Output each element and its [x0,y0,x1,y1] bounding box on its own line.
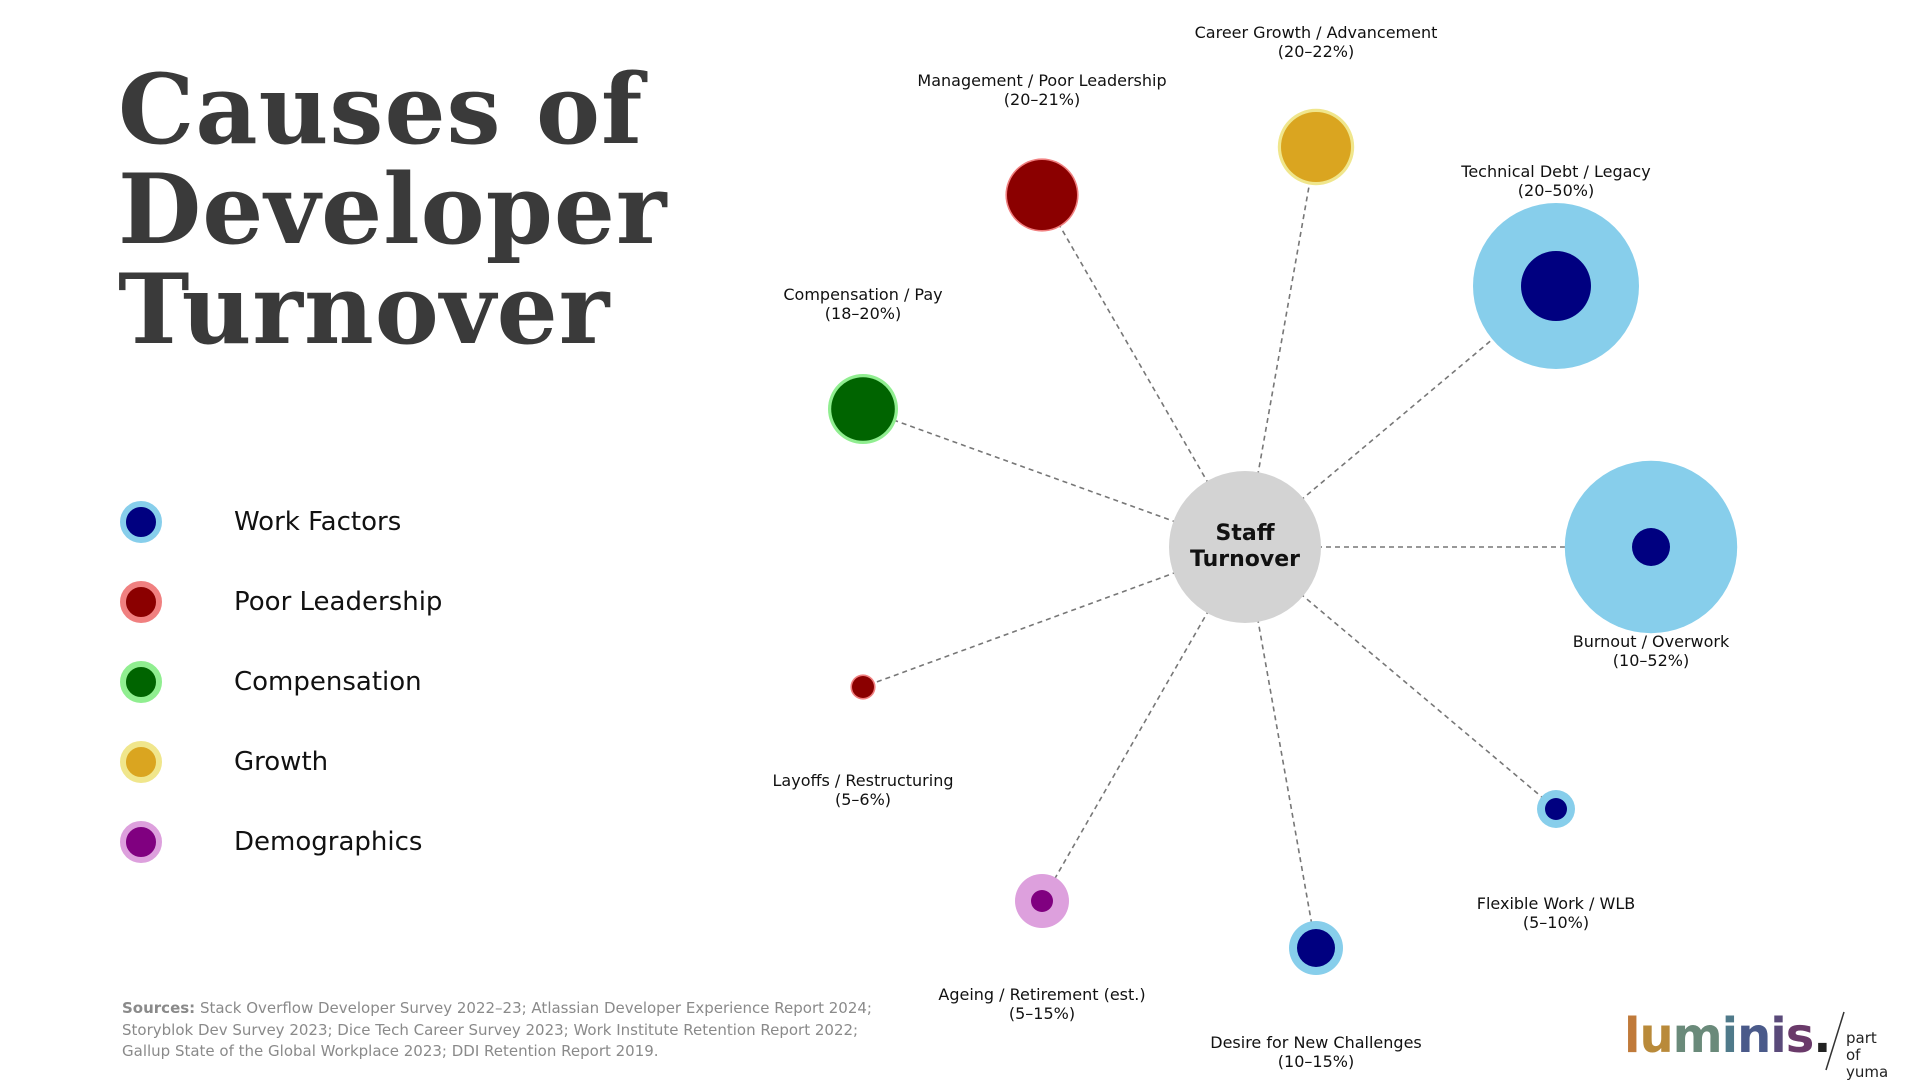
node-label-name: Flexible Work / WLB [1477,894,1635,913]
node-label-name: Desire for New Challenges [1210,1033,1422,1052]
sources-line-3: Gallup State of the Global Workplace 202… [122,1042,659,1060]
node-label-name: Technical Debt / Legacy [1460,162,1650,181]
node-label-range: (20–21%) [1004,90,1080,109]
center-label-line-1: Staff [1215,521,1275,546]
legend-item-work-factors: Work Factors [120,500,442,544]
sources-label: Sources: [122,999,196,1017]
node-label-range: (5–15%) [1009,1004,1075,1023]
node-low-circle [1632,528,1670,566]
sources-note: Sources: Stack Overflow Developer Survey… [122,998,882,1063]
legend-item-demographics: Demographics [120,820,442,864]
node-layoffs-restructuring: Layoffs / Restructuring(5–6%) [773,674,954,809]
node-compensation-pay: Compensation / Pay(18–20%) [783,285,943,444]
node-burnout-overwork: Burnout / Overwork(10–52%) [1564,460,1738,670]
legend-item-growth: Growth [120,740,442,784]
node-label-range: (20–22%) [1278,42,1354,61]
node-low-circle [852,676,874,698]
legend-label: Compensation [234,667,422,697]
legend-label: Work Factors [234,507,402,537]
brand-divider-icon [1825,1011,1845,1071]
center-label-line-2: Turnover [1190,547,1300,572]
node-low-circle [831,377,895,441]
legend-dot-icon [120,581,162,623]
legend-label: Growth [234,747,329,777]
sources-line-2: Storyblok Dev Survey 2023; Dice Tech Car… [122,1020,859,1039]
title-line-2: Developer [118,153,668,266]
node-management-poor-leadership: Management / Poor Leadership(20–21%) [917,71,1167,232]
node-label-range: (5–10%) [1523,913,1589,932]
luminis-wordmark: luminis. [1624,1008,1832,1064]
legend-label: Demographics [234,827,423,857]
legend-item-poor-leadership: Poor Leadership [120,580,442,624]
center-circle [1169,471,1321,623]
center-node: Staff Turnover [1169,471,1321,623]
legend: Work Factors Poor Leadership Compensatio… [120,500,442,900]
legend-dot-icon [120,501,162,543]
diagram-nodes: Career Growth / Advancement(20–22%)Manag… [773,23,1738,1071]
title-line-3: Turnover [118,253,611,366]
brand-part-line-1: part of [1846,1029,1877,1064]
node-label-range: (5–6%) [835,790,891,809]
node-low-circle [1521,251,1591,321]
legend-dot-icon [120,661,162,703]
title-line-1: Causes of [118,53,644,166]
node-desire-for-new-challenges: Desire for New Challenges(10–15%) [1210,921,1422,1071]
node-low-circle [1007,160,1077,230]
node-technical-debt-legacy: Technical Debt / Legacy(20–50%) [1460,162,1651,369]
brand-part-of: part of yuma [1846,1030,1888,1081]
node-flexible-work-wlb: Flexible Work / WLB(5–10%) [1477,790,1635,932]
node-label-name: Burnout / Overwork [1573,632,1730,651]
node-label-range: (18–20%) [825,304,901,323]
node-label-name: Career Growth / Advancement [1195,23,1438,42]
node-ageing-retirement-est: Ageing / Retirement (est.)(5–15%) [938,874,1146,1023]
sources-line-1: Stack Overflow Developer Survey 2022–23;… [195,999,872,1017]
node-career-growth-advancement: Career Growth / Advancement(20–22%) [1195,23,1438,186]
brand-part-line-2: yuma [1846,1063,1889,1081]
node-low-circle [1297,929,1335,967]
node-low-circle [1031,890,1053,912]
page-title: Causes of Developer Turnover [118,60,667,360]
node-label-name: Compensation / Pay [783,285,942,304]
legend-item-compensation: Compensation [120,660,442,704]
node-low-circle [1545,798,1567,820]
node-label-range: (10–15%) [1278,1052,1354,1071]
node-label-name: Layoffs / Restructuring [773,771,954,790]
node-label-name: Ageing / Retirement (est.) [938,985,1145,1004]
legend-dot-icon [120,821,162,863]
node-label-range: (20–50%) [1518,181,1594,200]
legend-label: Poor Leadership [234,587,443,617]
legend-dot-icon [120,741,162,783]
node-label-name: Management / Poor Leadership [917,71,1166,90]
node-low-circle [1281,112,1351,182]
node-label-range: (10–52%) [1613,651,1689,670]
